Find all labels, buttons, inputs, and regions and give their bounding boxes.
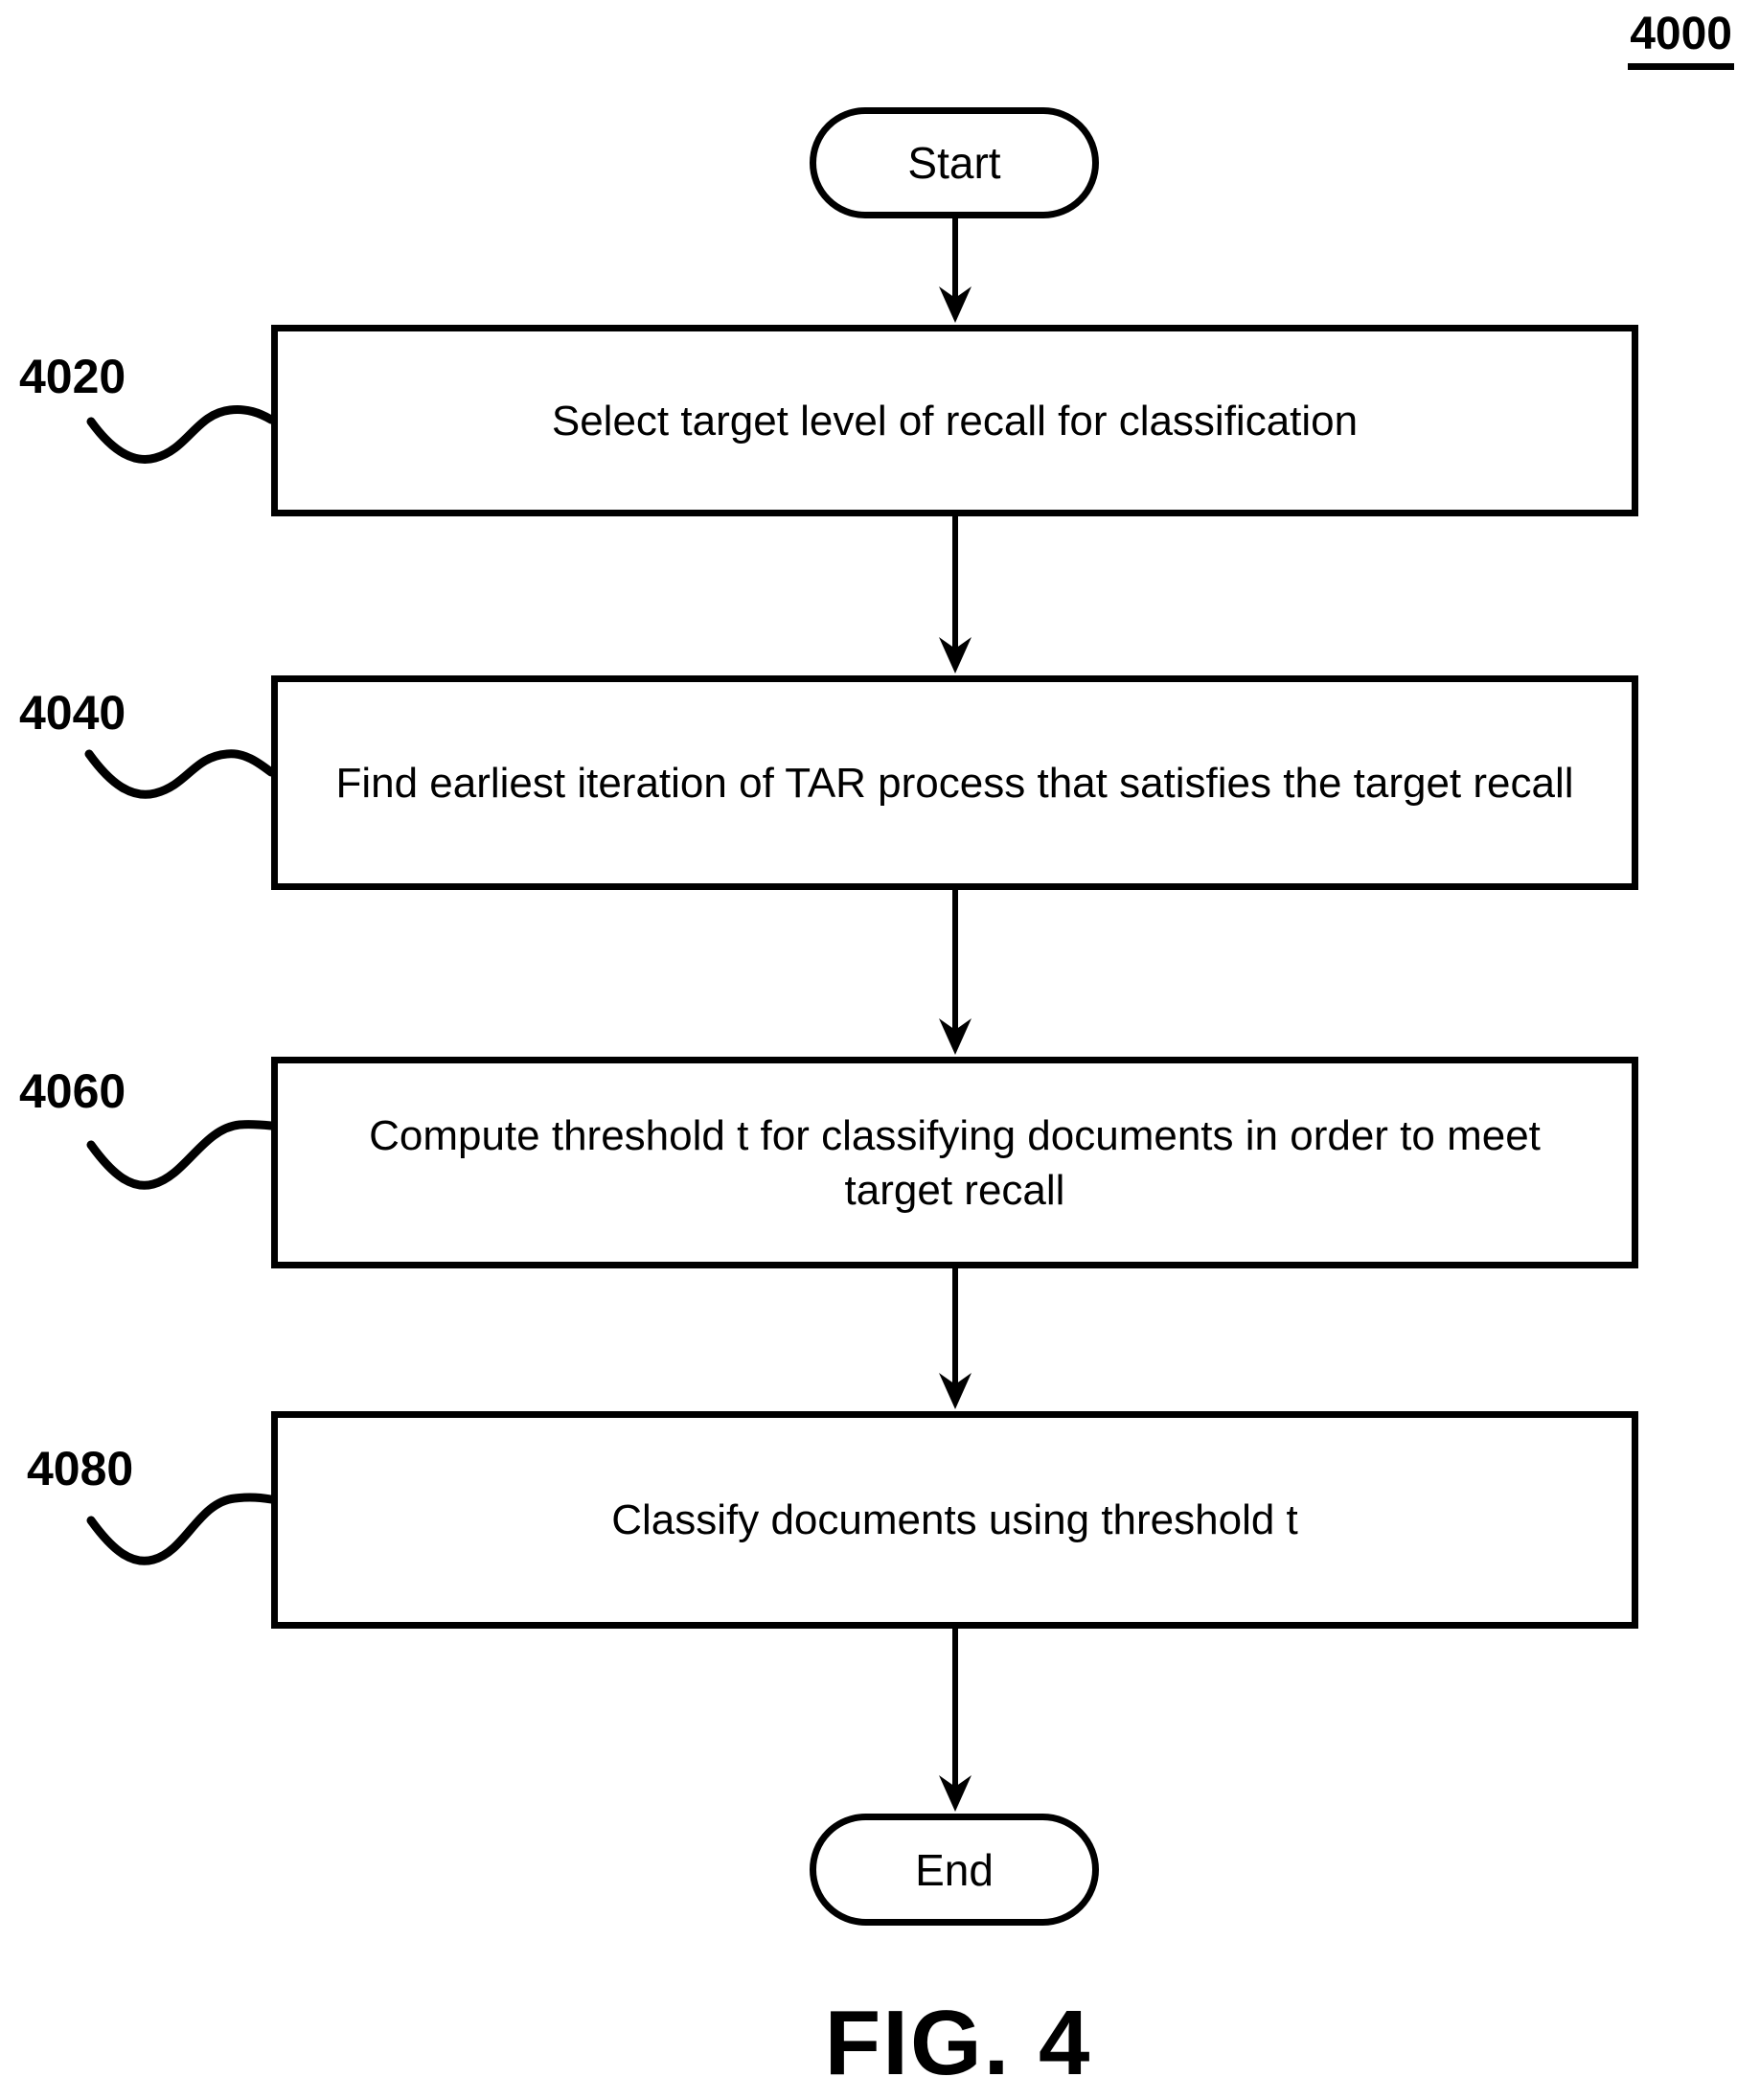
flow-arrow-4040-to-4060	[939, 888, 971, 1055]
leader-line-4080	[86, 1493, 276, 1565]
flow-arrow-4080-to-end	[939, 1627, 971, 1812]
step-reference-label-4020: 4020	[19, 350, 126, 403]
start-node: Start	[810, 107, 1099, 218]
leader-line-4020	[86, 405, 276, 464]
step-box-text: Classify documents using threshold t	[611, 1496, 1298, 1543]
step-box-text: Select target level of recall for classi…	[551, 397, 1359, 445]
step-box-classify-documents: Classify documents using threshold t	[271, 1411, 1638, 1629]
flow-arrow-start-to-4020	[939, 217, 971, 323]
step-box-select-target-recall: Select target level of recall for classi…	[271, 325, 1638, 516]
flow-arrow-4060-to-4080	[939, 1267, 971, 1409]
leader-line-4060	[86, 1120, 276, 1190]
end-node: End	[810, 1814, 1099, 1926]
leader-line-4040	[84, 749, 276, 799]
step-reference-label-4060: 4060	[19, 1064, 126, 1118]
flow-arrow-4020-to-4040	[939, 514, 971, 673]
step-reference-label-4080: 4080	[27, 1442, 134, 1495]
step-box-find-earliest-iteration: Find earliest iteration of TAR process t…	[271, 675, 1638, 890]
end-node-label: End	[915, 1844, 994, 1895]
step-box-text: Compute threshold t for classifying docu…	[369, 1111, 1541, 1214]
step-reference-label-4040: 4040	[19, 686, 126, 740]
start-node-label: Start	[907, 138, 1001, 188]
figure-caption: FIG. 4	[824, 1992, 1092, 2094]
step-box-compute-threshold: Compute threshold t for classifying docu…	[271, 1057, 1638, 1268]
step-box-text: Find earliest iteration of TAR process t…	[335, 759, 1574, 807]
figure-reference-number: 4000	[1628, 11, 1734, 70]
